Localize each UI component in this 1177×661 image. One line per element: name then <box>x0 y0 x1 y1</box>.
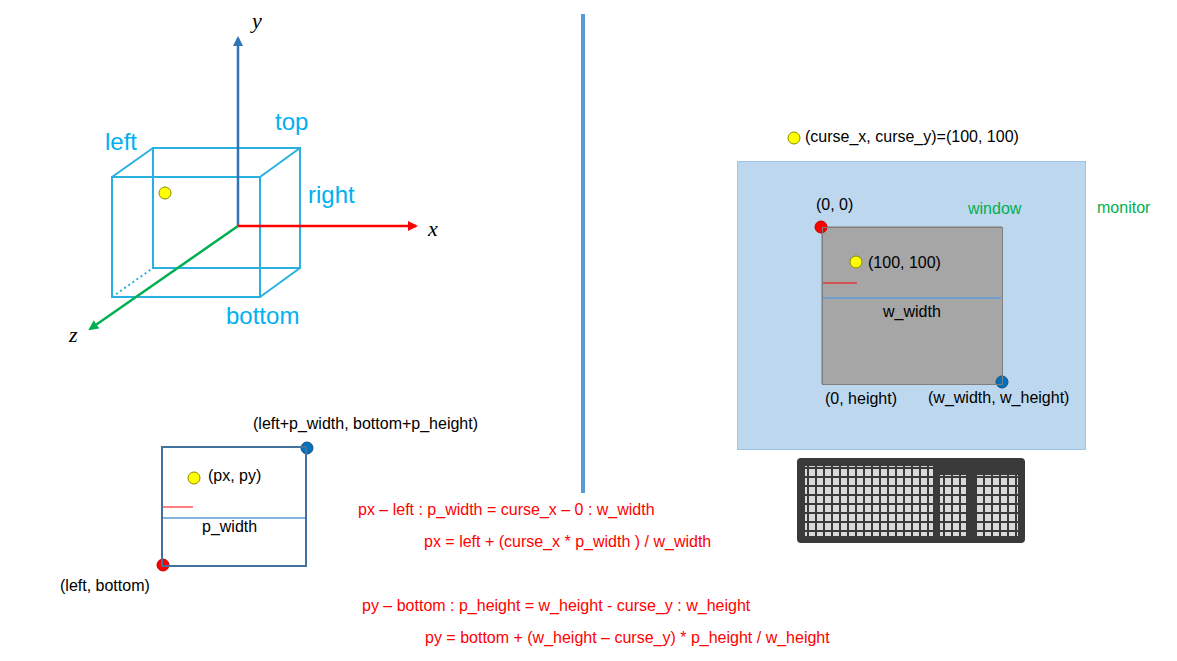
corner-label: (w_width, w_height) <box>928 389 1069 407</box>
face-label: right <box>308 181 355 209</box>
cursor-label: (curse_x, curse_y)=(100, 100) <box>805 128 1019 146</box>
face-label: bottom <box>226 302 299 330</box>
corner-label: (left, bottom) <box>60 577 150 595</box>
window-label: window <box>968 200 1021 218</box>
axis-label: x <box>428 216 438 241</box>
formula: px = left + (curse_x * p_width ) / w_wid… <box>424 533 711 551</box>
axis-label: y <box>252 8 262 33</box>
face-label: top <box>275 108 308 136</box>
formula: py – bottom : p_height = w_height - curs… <box>362 597 750 615</box>
point-label: (100, 100) <box>868 254 941 272</box>
monitor-box: monitorwindow(100, 100)w_width <box>737 161 1086 450</box>
face-label: left <box>105 128 137 156</box>
width-label: w_width <box>883 303 941 321</box>
corner-label: (0, 0) <box>816 196 853 214</box>
viewport-box: (px, py) p_width <box>161 446 307 567</box>
corner-label: (0, height) <box>825 390 897 408</box>
formula: py = bottom + (w_height – curse_y) * p_h… <box>425 629 830 647</box>
corner-label: (left+p_width, bottom+p_height) <box>253 415 478 433</box>
window-box: window(100, 100)w_width <box>822 227 1003 385</box>
formula: px – left : p_width = curse_x – 0 : w_wi… <box>358 501 655 519</box>
width-label: p_width <box>202 518 257 536</box>
axis-label: z <box>69 322 78 347</box>
point-label: (px, py) <box>208 467 261 485</box>
monitor-label: monitor <box>1097 199 1150 217</box>
